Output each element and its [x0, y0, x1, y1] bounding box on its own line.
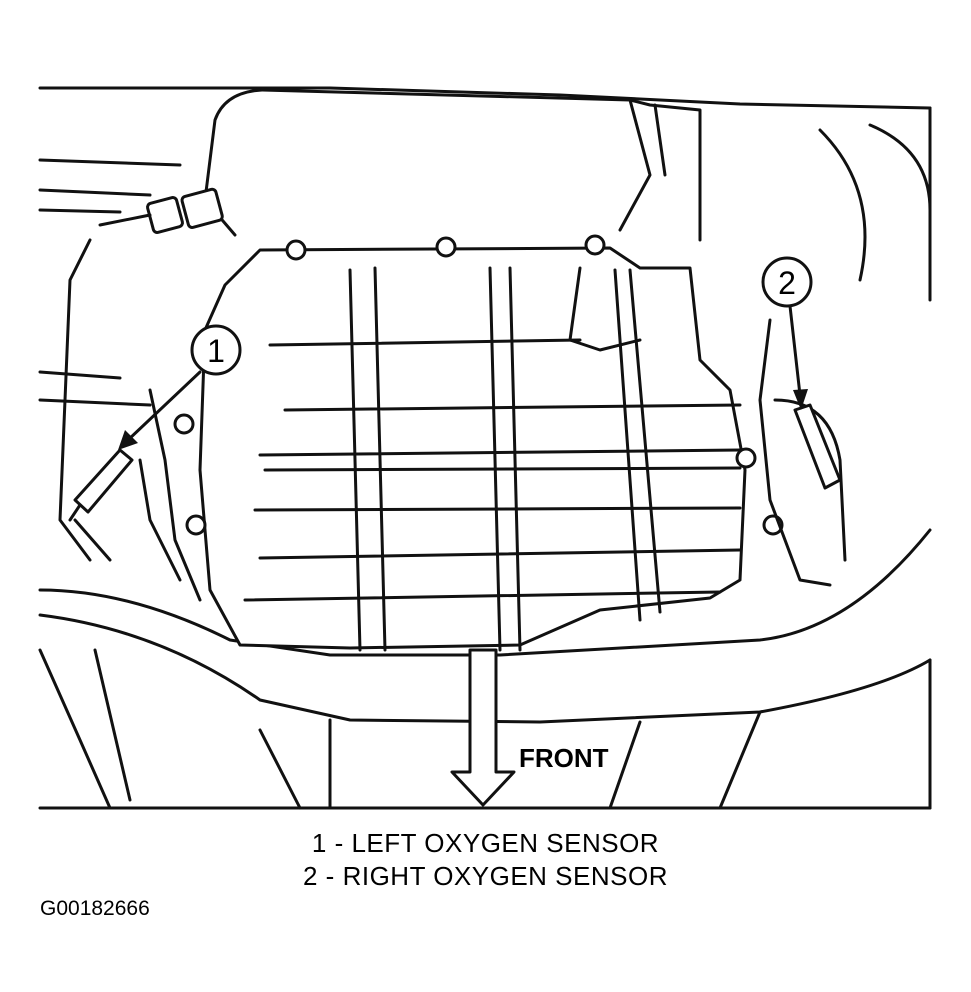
callout-2-number: 2 — [778, 265, 796, 301]
fuel-line-fittings — [58, 187, 224, 562]
left-exhaust-pipe — [68, 388, 202, 602]
callout-2: 2 — [761, 256, 813, 410]
crossmember — [38, 528, 932, 810]
front-direction-arrow: FRONT — [450, 648, 609, 807]
mounting-bolts — [173, 234, 784, 536]
right-exhaust-pipe — [758, 318, 847, 587]
figure-id: G00182666 — [40, 897, 150, 920]
callout-1: 1 — [118, 324, 242, 450]
vehicle-frame-outline — [38, 86, 932, 407]
legend-item-1: 1 - LEFT OXYGEN SENSOR — [311, 828, 660, 858]
callout-1-number: 1 — [207, 333, 225, 369]
right-oxygen-sensor — [793, 403, 842, 490]
skid-plate — [198, 246, 747, 652]
legend-item-2: 2 - RIGHT OXYGEN SENSOR — [303, 861, 668, 891]
front-label: FRONT — [519, 743, 609, 773]
left-oxygen-sensor — [73, 448, 134, 514]
